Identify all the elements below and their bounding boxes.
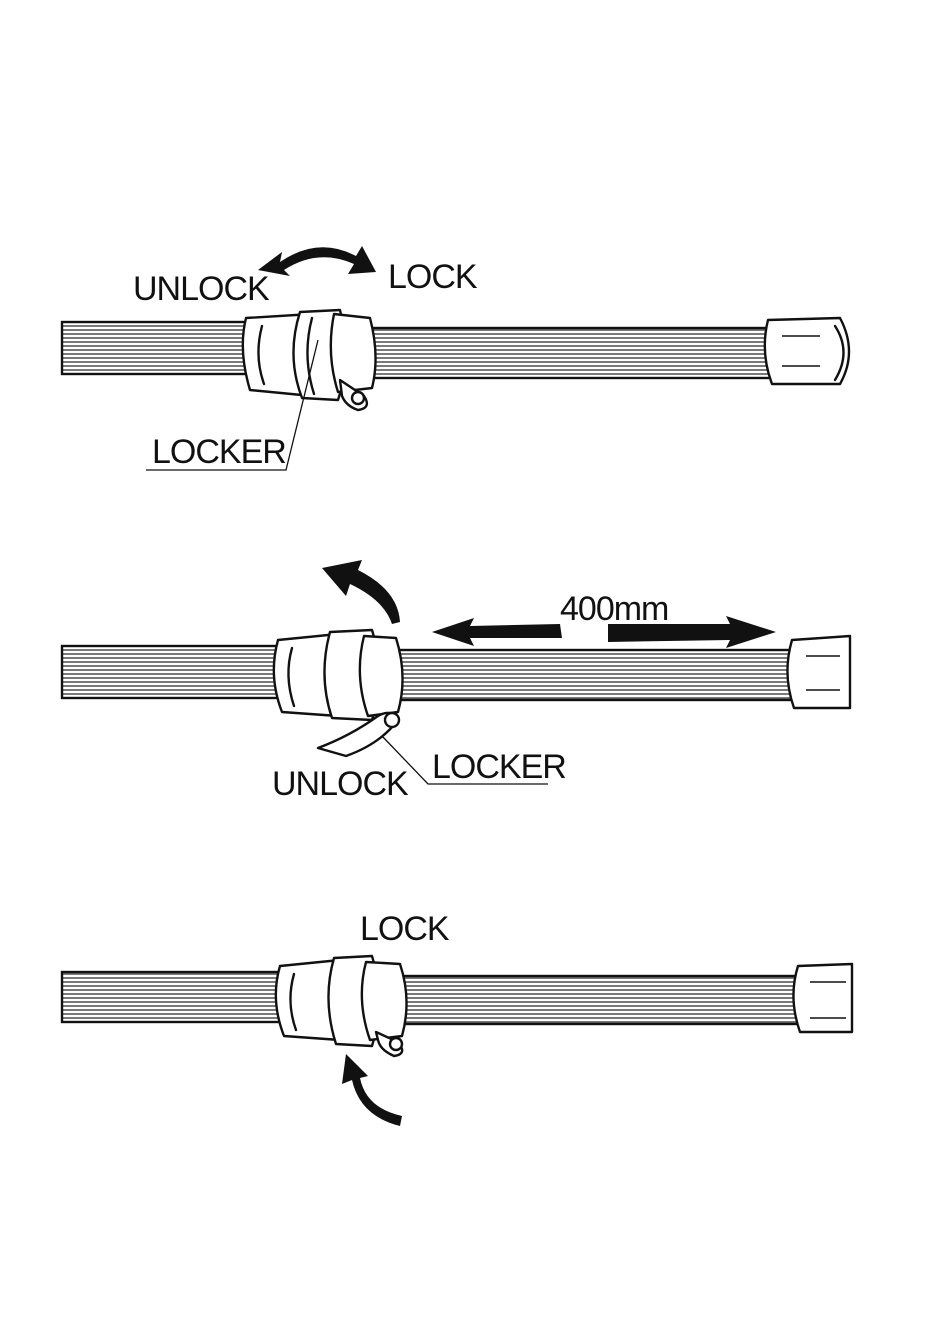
step1-end-cap (765, 318, 849, 384)
step3-collar (276, 956, 407, 1056)
step1-lock-label: LOCK (388, 258, 478, 296)
step1-right-pole (340, 328, 770, 378)
step1-unlock-label: UNLOCK (133, 270, 270, 308)
step3-right-pole (382, 976, 802, 1024)
step3-curved-arrow (342, 1054, 402, 1126)
step1-rotate-arrow (258, 246, 376, 276)
step1-collar (243, 310, 376, 410)
step2-locker-label: LOCKER (432, 748, 566, 786)
step2-distance-label: 400mm (560, 590, 668, 628)
step2-illustration: 400mm LOCKER UNLOCK (62, 560, 850, 803)
step2-end-cap (787, 636, 850, 708)
step1-locker-label: LOCKER (152, 433, 286, 471)
step2-curved-arrow (322, 560, 400, 624)
step2-right-pole (370, 650, 800, 700)
step3-left-pole (62, 972, 284, 1022)
step3-end-cap (793, 964, 852, 1032)
step3-illustration: LOCK (62, 910, 852, 1126)
step1-illustration: UNLOCK LOCK LOCKER (62, 246, 849, 471)
step3-lock-label: LOCK (360, 910, 450, 948)
step2-left-arrow (432, 618, 562, 646)
step1-left-pole (62, 322, 252, 374)
step2-left-pole (62, 646, 284, 698)
step2-unlock-label: UNLOCK (272, 765, 409, 803)
